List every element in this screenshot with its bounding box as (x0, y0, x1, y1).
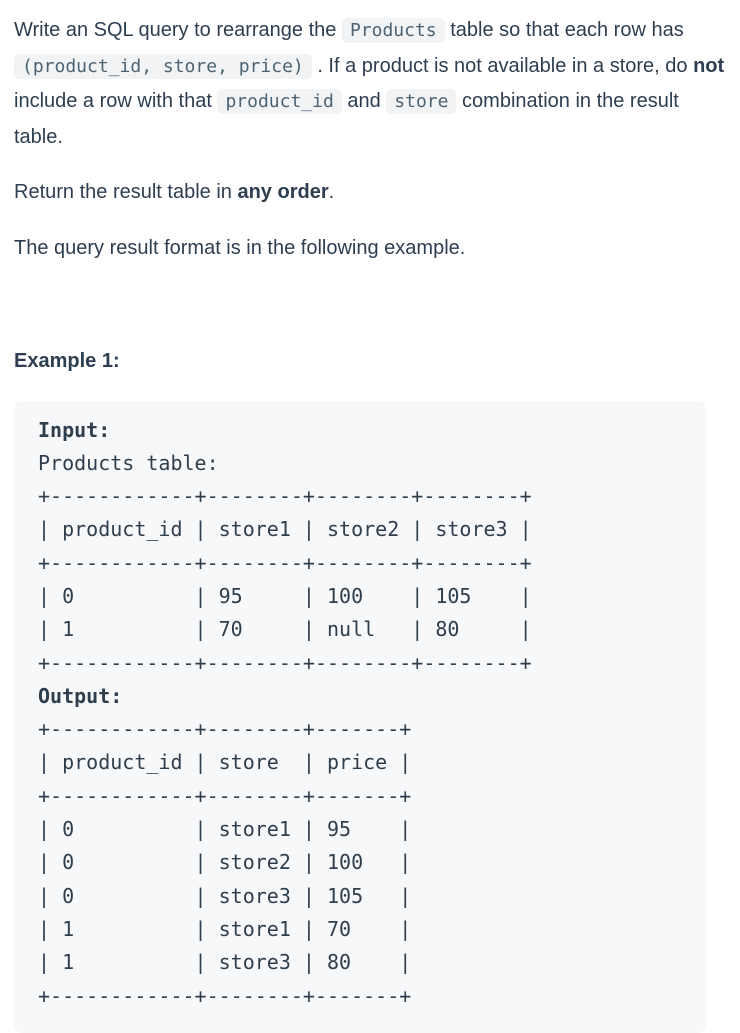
bold-any-order: any order (237, 181, 329, 203)
text-segment: and (341, 90, 387, 112)
inline-code-products: Products (341, 18, 445, 43)
input-label: Input: (38, 417, 111, 442)
ascii-table-header-row: | product_id | store1 | store2 | store3 … (38, 517, 532, 542)
ascii-table-border: +------------+--------+--------+--------… (38, 550, 532, 575)
text-segment: table so that each row has (444, 19, 684, 41)
example-heading-text: Example 1: (14, 350, 120, 372)
example-code-block: Input: Products table: +------------+-----… (14, 400, 706, 1033)
text-segment: . (328, 181, 335, 203)
ascii-table-border: +------------+--------+-------+ (38, 717, 412, 742)
text-segment: The query result format is in the follow… (14, 236, 466, 259)
ascii-table-data-row: | 1 | store3 | 80 | (38, 950, 412, 975)
text-segment: Write an SQL query to rearrange the (14, 19, 342, 41)
ascii-table-data-row: | 0 | store1 | 95 | (38, 817, 412, 842)
ascii-table-border: +------------+--------+--------+--------… (38, 650, 532, 675)
ascii-table-data-row: | 0 | store3 | 105 | (38, 883, 412, 908)
output-label: Output: (38, 683, 123, 708)
ascii-table-data-row: | 1 | store1 | 70 | (38, 916, 412, 941)
code-line-output-label: Output: (38, 680, 682, 713)
bold-not: not (693, 54, 725, 77)
code-line-input-label: Input: (38, 414, 682, 447)
description-paragraph-1: Write an SQL query to rearrange the Prod… (14, 13, 726, 154)
text-segment: combination in the result table. (14, 90, 679, 148)
inline-code-tuple: (product_id, store, price) (14, 53, 312, 79)
ascii-table-border: +------------+--------+--------+--------… (38, 484, 532, 509)
description-paragraph-3: The query result format is in the follow… (14, 231, 726, 266)
inline-code-product-id: product_id (217, 89, 342, 114)
inline-code-store: store (386, 89, 457, 114)
ascii-table-data-row: | 0 | 95 | 100 | 105 | (38, 583, 532, 608)
text-segment: include a row with that (14, 90, 218, 112)
text-segment: . If a product is not available in a sto… (311, 54, 694, 77)
ascii-table-data-row: | 0 | store2 | 100 | (38, 850, 412, 875)
code-line-input-table-title: Products table: (38, 450, 219, 475)
ascii-table-header-row: | product_id | store | price | (38, 750, 412, 775)
example-heading: Example 1: (14, 344, 726, 379)
ascii-table-data-row: | 1 | 70 | null | 80 | (38, 617, 532, 642)
ascii-table-border: +------------+--------+-------+ (38, 783, 412, 808)
text-segment: Return the result table in (14, 181, 238, 203)
description-paragraph-2: Return the result table in any order. (14, 175, 726, 210)
ascii-table-border: +------------+--------+-------+ (38, 983, 412, 1008)
